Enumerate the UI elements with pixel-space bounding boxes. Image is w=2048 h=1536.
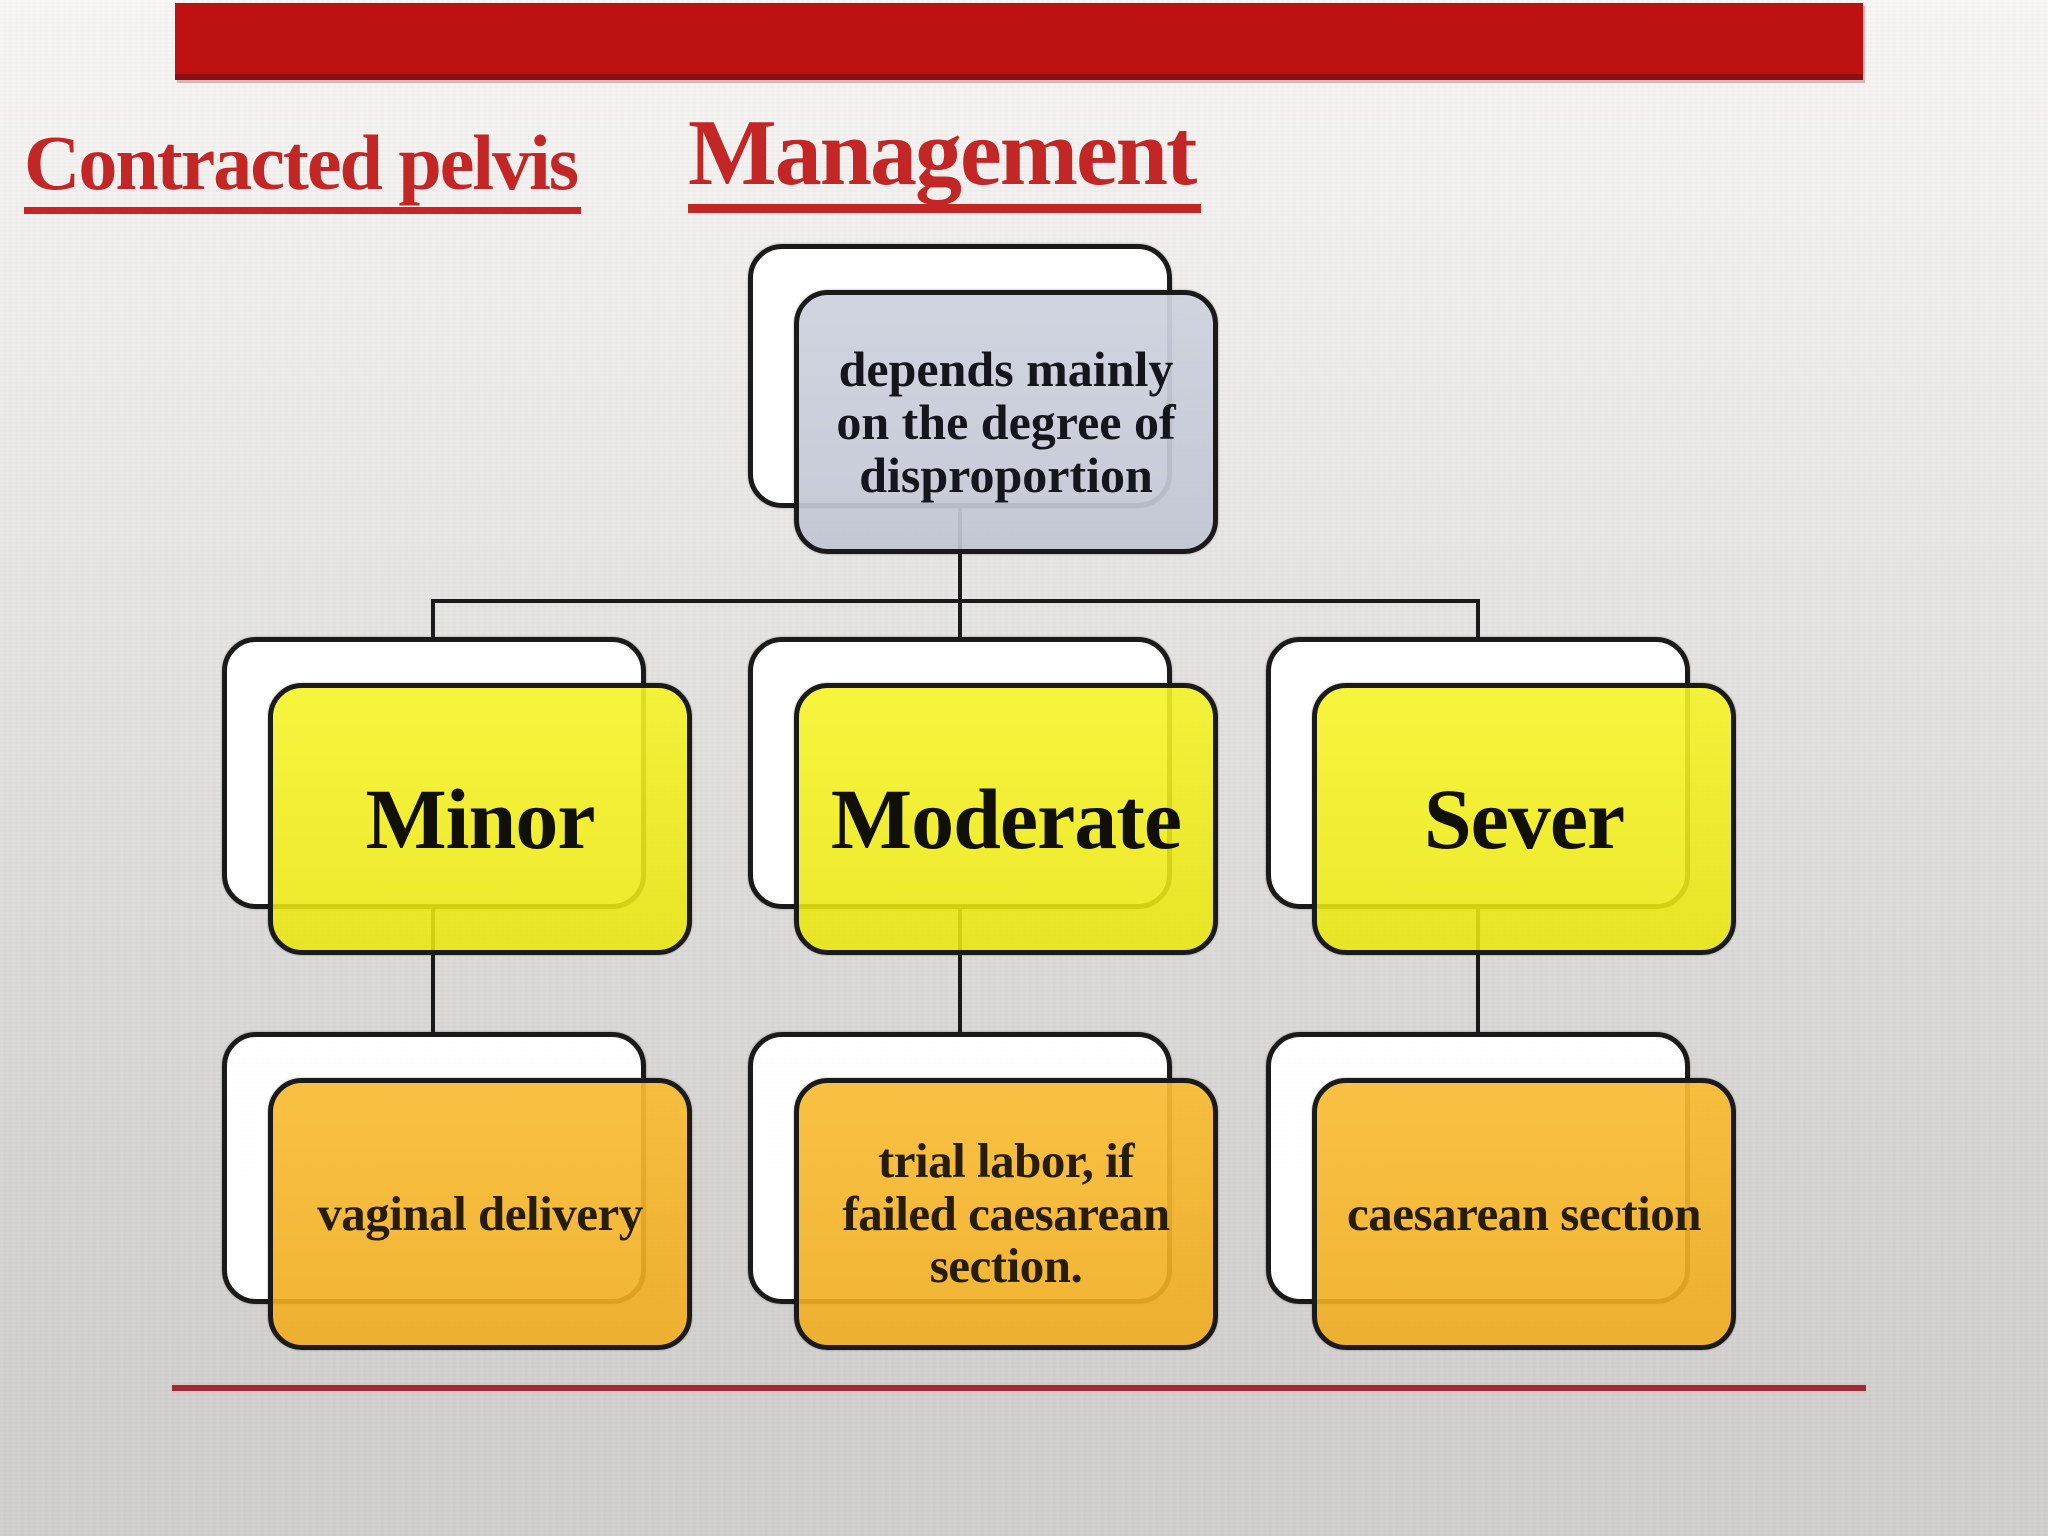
node-sever-label: Sever [1423,771,1625,867]
connector-link-sever [1476,905,1480,1036]
node-outcome-moderate-label: trial labor, if failed caesarean section… [842,1133,1170,1294]
node-outcome-minor: vaginal delivery [268,1078,692,1350]
node-moderate-label: Moderate [830,771,1182,867]
top-accent-bar [175,3,1863,80]
page-subtitle: Management [688,106,1202,213]
root-node-label: depends mainly on the degree of dispropo… [836,340,1176,503]
page-title: Contracted pelvis [24,124,582,214]
root-node: depends mainly on the degree of dispropo… [794,290,1218,554]
node-sever: Sever [1312,683,1736,955]
node-minor-label: Minor [365,771,595,867]
connector-link-minor [431,905,435,1036]
connector-drop-moderate [958,599,962,641]
connector-drop-minor [431,599,435,641]
connector-root-drop [958,506,962,603]
node-minor: Minor [268,683,692,955]
connector-rail [431,599,1480,603]
node-outcome-sever-label: caesarean section [1347,1185,1701,1241]
connector-drop-sever [1476,599,1480,641]
node-outcome-moderate: trial labor, if failed caesarean section… [794,1078,1218,1350]
connector-link-moderate [958,905,962,1036]
node-outcome-sever: caesarean section [1312,1078,1736,1350]
bottom-divider-line [172,1383,1866,1393]
node-moderate: Moderate [794,683,1218,955]
node-outcome-minor-label: vaginal delivery [317,1185,643,1241]
